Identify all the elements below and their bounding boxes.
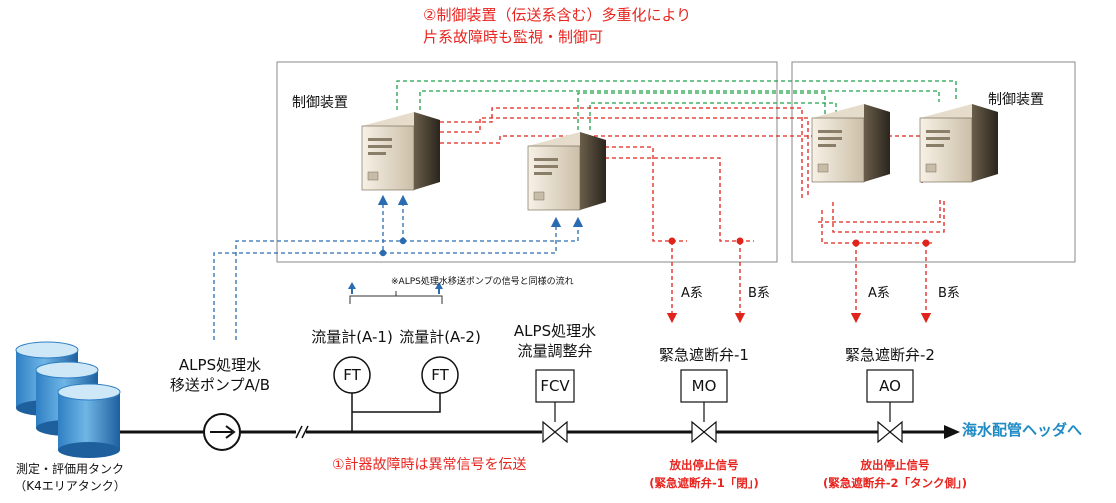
controller-right-label: 制御装置 (988, 92, 1044, 108)
flowmeter-a1-label: 流量計(A-1) (311, 328, 393, 346)
tank-label-line2: （K4エリアタンク） (14, 479, 126, 493)
valve2-label: 緊急遮断弁-2 (845, 346, 935, 364)
redundancy-note-line1: ②制御装置（伝送系含む）多重化により (423, 6, 692, 24)
pump-signal-note: ※ALPS処理水移送ポンプの信号と同様の流れ (391, 277, 574, 287)
outlet-label: 海水配管ヘッダへ (962, 421, 1083, 439)
valve1-signal-line2: (緊急遮断弁-1「閉」) (649, 476, 759, 490)
fcv-tag: FCV (540, 377, 570, 395)
pump-label-line1: ALPS処理水 (178, 356, 262, 374)
flowmeter-a1-circle (333, 356, 371, 394)
fcv-label-line2: 流量調整弁 (517, 342, 593, 360)
valve2-signal-line1: 放出停止信号 (860, 458, 930, 472)
redundancy-note-line2: 片系故障時も監視・制御可 (423, 28, 604, 46)
valve1-label: 緊急遮断弁-1 (659, 346, 749, 364)
system-b-label-2: B系 (938, 286, 960, 301)
system-a-label-1: A系 (681, 286, 703, 301)
tank-icon (15, 341, 121, 458)
server-icon-2 (527, 132, 606, 211)
outlet-arrow-icon (944, 425, 960, 439)
small-blue-arrows (348, 282, 443, 294)
pump-icon (203, 413, 241, 451)
flowmeter-a2-label: 流量計(A-2) (399, 328, 481, 346)
system-a-label-2: A系 (868, 286, 890, 301)
flowmeter-a1-tag: FT (343, 366, 361, 384)
fcv-valve-icon (535, 369, 575, 444)
flowmeter-a2-circle (421, 356, 459, 394)
mo-valve-icon (680, 369, 728, 444)
valve1-signal-line1: 放出停止信号 (669, 458, 739, 472)
valve2-tag: AO (879, 377, 901, 395)
server-icon-3 (811, 104, 890, 183)
controller-frame-left (276, 61, 778, 263)
valve2-signal-line2: (緊急遮断弁-2「タンク側」) (822, 476, 968, 490)
blue-signal-lines (213, 194, 584, 340)
pipe-break-icon (295, 425, 309, 439)
tank-label-line1: 測定・評価用タンク (15, 462, 124, 476)
pump-label-line2: 移送ポンプA/B (169, 376, 271, 394)
red-junction-dots (668, 237, 930, 247)
instrument-failure-note: ①計器故障時は異常信号を伝送 (332, 457, 527, 473)
system-b-label-1: B系 (748, 286, 770, 301)
pump-note-bracket (349, 291, 443, 304)
flowmeter-taps (351, 392, 441, 432)
green-signal-lines (396, 80, 957, 130)
server-icon-1 (361, 112, 440, 191)
controller-left-label: 制御装置 (292, 95, 348, 111)
controller-frame-right (791, 61, 1076, 263)
valve1-tag: MO (691, 377, 717, 395)
flowmeter-a2-tag: FT (431, 366, 449, 384)
ao-valve-icon (866, 369, 914, 444)
server-icon-4 (919, 104, 998, 183)
blue-junction-dots (379, 237, 407, 257)
fcv-label-line1: ALPS処理水 (513, 322, 597, 340)
